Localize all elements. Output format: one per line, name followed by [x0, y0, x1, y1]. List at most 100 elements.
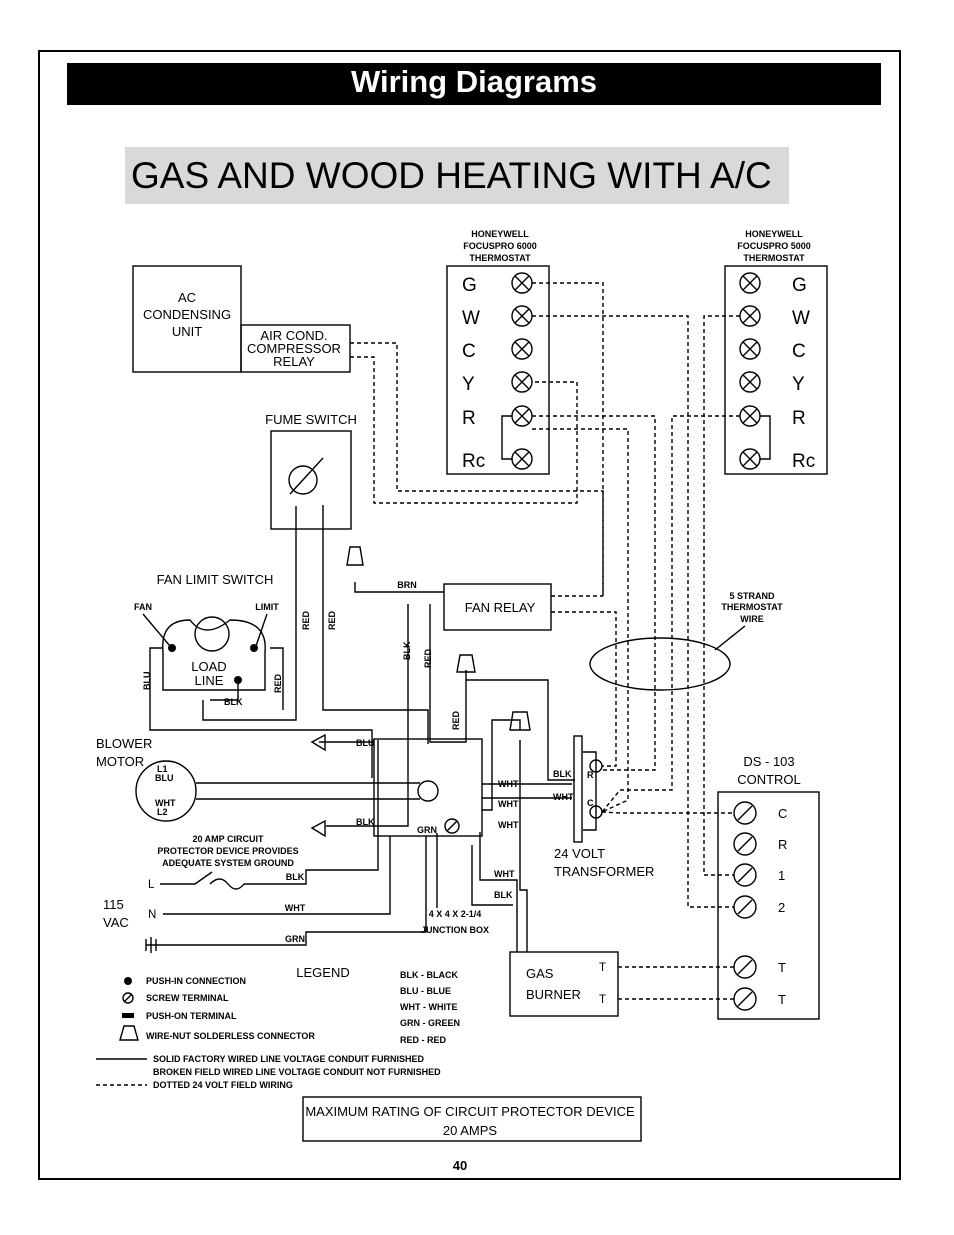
five-strand-label-3: WIRE — [740, 614, 764, 624]
ds-terminal-t1: T — [778, 960, 786, 975]
circuit-note-2: PROTECTOR DEVICE PROVIDES — [157, 846, 298, 856]
page-title: Wiring Diagrams — [67, 63, 881, 105]
transformer-label-2: TRANSFORMER — [554, 864, 654, 879]
ds-terminal-t2: T — [778, 992, 786, 1007]
thermostat-left-terminal-c: C — [462, 341, 476, 362]
legend-title: LEGEND — [296, 965, 349, 980]
thermostat-left-title-2: FOCUSPRO 6000 — [463, 241, 537, 251]
power-supply: 20 AMP CIRCUIT PROTECTOR DEVICE PROVIDES… — [103, 740, 427, 953]
page-number: 40 — [452, 1158, 468, 1173]
thermostat-right-terminal-y: Y — [792, 374, 805, 395]
legend-color-blu: BLU - BLUE — [400, 986, 451, 996]
wire-nut-connectors — [310, 546, 531, 838]
blower-l2: L2 — [157, 807, 168, 817]
supply-n: N — [148, 909, 156, 921]
blower-label-2: MOTOR — [96, 754, 144, 769]
blower-label-1: BLOWER — [96, 736, 152, 751]
blk-wire-burner: BLK — [494, 890, 513, 900]
ac-unit-label-1: AC — [178, 290, 196, 305]
five-strand-label-1: 5 STRAND — [729, 591, 775, 601]
ds-control-title-2: CONTROL — [737, 772, 801, 787]
blower-blk-wire: BLK — [356, 817, 375, 827]
fume-switch-disc — [288, 465, 318, 495]
circuit-note-1: 20 AMP CIRCUIT — [192, 834, 264, 844]
fan-blu-wire: BLU — [142, 672, 152, 691]
blower-motor: BLOWER MOTOR L1 BLU WHT L2 — [96, 736, 439, 822]
blower-l1-wire: BLU — [155, 773, 174, 783]
transformer-wht-wire: WHT — [553, 792, 574, 802]
fume-switch-label: FUME SWITCH — [265, 412, 357, 427]
brn-wire-label: BRN — [397, 580, 417, 590]
relay-blk-wire: BLK — [402, 641, 412, 660]
legend-item-push-on: PUSH-ON TERMINAL — [146, 1011, 237, 1021]
thermostat-right-screws — [739, 272, 771, 470]
thermostat-right-terminal-g: G — [792, 275, 807, 296]
ds-103-control: DS - 103 CONTROL C R 1 2 T T — [717, 754, 820, 1020]
gas-burner-t1: T — [599, 962, 606, 974]
fan-terminal-label: FAN — [134, 602, 152, 612]
junction-box-label-2: JUNCTION BOX — [421, 925, 489, 935]
fan-limit-title: FAN LIMIT SWITCH — [157, 572, 274, 587]
legend-line-solid: SOLID FACTORY WIRED LINE VOLTAGE CONDUIT… — [153, 1054, 425, 1064]
blower-junction-knockout — [417, 780, 439, 802]
wire-bundle-ellipse — [589, 637, 731, 691]
thermostat-right-terminal-r: R — [792, 408, 806, 429]
thermostat-focuspro-6000: HONEYWELL FOCUSPRO 6000 THERMOSTAT G W C… — [446, 229, 550, 475]
thermostat-right-title-3: THERMOSTAT — [743, 253, 805, 263]
legend: LEGEND PUSH-IN CONNECTION SCREW TERMINAL… — [96, 965, 460, 1090]
relay-label-2: COMPRESSOR — [247, 341, 341, 356]
relay-red-wire: RED — [423, 648, 433, 668]
thermostat-left-title-3: THERMOSTAT — [469, 253, 531, 263]
circuit-note-3: ADEQUATE SYSTEM GROUND — [162, 858, 294, 868]
transformer-c: C — [587, 798, 594, 808]
legend-line-dotted: DOTTED 24 VOLT FIELD WIRING — [153, 1080, 293, 1090]
thermostat-right-terminal-rc: Rc — [792, 451, 815, 472]
transformer-r: R — [587, 770, 594, 780]
legend-color-wht: WHT - WHITE — [400, 1002, 458, 1012]
thermostat-right-title-2: FOCUSPRO 5000 — [737, 241, 811, 251]
supply-voltage-2: VAC — [103, 915, 129, 930]
fan-relay-label: FAN RELAY — [465, 600, 536, 615]
max-rating-line-1: MAXIMUM RATING OF CIRCUIT PROTECTOR DEVI… — [305, 1104, 635, 1119]
blower-motor-circle — [135, 760, 197, 822]
page-frame — [38, 50, 901, 1180]
nut-red-wire: RED — [451, 710, 461, 730]
legend-color-grn: GRN - GREEN — [400, 1018, 460, 1028]
thermostat-left-box — [446, 265, 550, 475]
legend-item-push-in: PUSH-IN CONNECTION — [146, 976, 246, 986]
five-strand-note: 5 STRAND THERMOSTAT WIRE — [589, 591, 783, 691]
gas-burner: GAS BURNER T T — [509, 951, 619, 1017]
low-voltage-wiring — [350, 282, 740, 1000]
transformer-label-1: 24 VOLT — [554, 846, 605, 861]
wht-wire-2: WHT — [498, 799, 519, 809]
five-strand-label-2: THERMOSTAT — [721, 602, 783, 612]
thermostat-left-terminal-rc: Rc — [462, 451, 485, 472]
supply-l: L — [148, 879, 155, 891]
thermostat-left-terminal-y: Y — [462, 374, 475, 395]
wht-wire-1: WHT — [498, 779, 519, 789]
thermostat-right-terminal-c: C — [792, 341, 806, 362]
fan-relay: FAN RELAY — [443, 583, 552, 631]
diagram-subtitle: GAS AND WOOD HEATING WITH A/C — [125, 147, 789, 204]
thermostat-left-terminal-r: R — [462, 408, 476, 429]
thermostat-left-title-1: HONEYWELL — [471, 229, 529, 239]
thermostat-focuspro-5000: HONEYWELL FOCUSPRO 5000 THERMOSTAT G W C… — [724, 229, 828, 475]
legend-line-broken: BROKEN FIELD WIRED LINE VOLTAGE CONDUIT … — [153, 1067, 441, 1077]
load-label: LOAD — [191, 659, 226, 674]
thermostat-left-terminal-w: W — [462, 308, 480, 329]
wire-nut-icon — [119, 1025, 139, 1041]
fan-limit-switch: FAN LIMIT SWITCH FAN LIMIT LOAD LINE — [134, 572, 279, 691]
legend-item-screw: SCREW TERMINAL — [146, 993, 229, 1003]
wht-wire-4: WHT — [494, 869, 515, 879]
thermostat-right-terminal-w: W — [792, 308, 810, 329]
ds-terminal-c: C — [778, 806, 787, 821]
limit-terminal-label: LIMIT — [255, 602, 279, 612]
thermostat-right-title-1: HONEYWELL — [745, 229, 803, 239]
thermostat-left-screws — [501, 272, 533, 470]
blower-blu-wire: BLU — [356, 738, 375, 748]
fan-limit-blk-wire: BLK — [224, 697, 243, 707]
wht-wire-3: WHT — [498, 820, 519, 830]
supply-l-wire: BLK — [286, 872, 305, 882]
supply-n-wire: WHT — [285, 903, 306, 913]
